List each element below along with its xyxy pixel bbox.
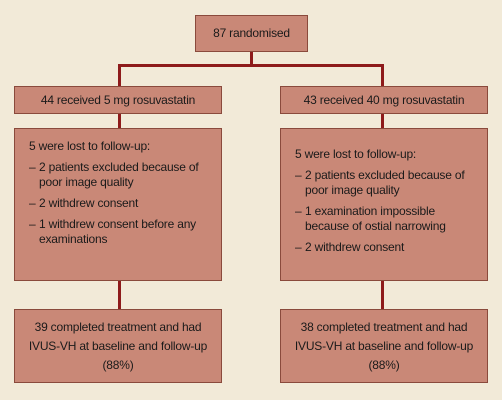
left-completed-percent: (88%)	[102, 357, 134, 372]
connector-right-drop	[381, 64, 384, 86]
right-arm-box: 43 received 40 mg rosuvastatin	[280, 86, 488, 114]
connector-top-vertical	[250, 52, 253, 66]
right-completed-line2: IVUS-VH at baseline and follow-up	[294, 338, 474, 353]
connector-left-drop	[118, 64, 121, 86]
right-completed-percent: (88%)	[368, 357, 400, 372]
list-item: –2 patients excluded because of poor ima…	[295, 168, 465, 197]
randomised-box: 87 randomised	[195, 15, 308, 52]
left-arm-box: 44 received 5 mg rosuvastatin	[14, 86, 222, 114]
connector-right-arm-to-lost	[381, 114, 384, 128]
list-item: –2 patients excluded because of poor ima…	[29, 160, 199, 189]
left-completed-line1: 39 completed treatment and had	[34, 319, 202, 334]
left-lost-title: 5 were lost to follow-up:	[29, 139, 151, 153]
list-item: –1 withdrew consent before any examinati…	[29, 217, 196, 246]
connector-horizontal	[118, 64, 384, 67]
left-lost-list: –2 patients excluded because of poor ima…	[29, 160, 207, 247]
right-arm-text: 43 received 40 mg rosuvastatin	[303, 92, 465, 107]
list-item: –1 examination impossible because of ost…	[295, 204, 446, 233]
left-lost-box: 5 were lost to follow-up: –2 patients ex…	[14, 128, 222, 281]
right-completed-box: 38 completed treatment and had IVUS-VH a…	[280, 309, 488, 383]
right-lost-box: 5 were lost to follow-up: –2 patients ex…	[280, 128, 488, 281]
left-completed-box: 39 completed treatment and had IVUS-VH a…	[14, 309, 222, 383]
right-lost-title: 5 were lost to follow-up:	[295, 147, 417, 161]
connector-left-arm-to-lost	[118, 114, 121, 128]
right-lost-list: –2 patients excluded because of poor ima…	[295, 168, 473, 255]
list-item: –2 withdrew consent	[29, 196, 139, 210]
left-arm-text: 44 received 5 mg rosuvastatin	[40, 92, 196, 107]
left-completed-line2: IVUS-VH at baseline and follow-up	[28, 338, 208, 353]
connector-left-lost-to-completed	[118, 281, 121, 309]
connector-right-lost-to-completed	[381, 281, 384, 309]
right-completed-line1: 38 completed treatment and had	[300, 319, 468, 334]
list-item: –2 withdrew consent	[295, 240, 405, 254]
randomised-text: 87 randomised	[213, 26, 290, 40]
